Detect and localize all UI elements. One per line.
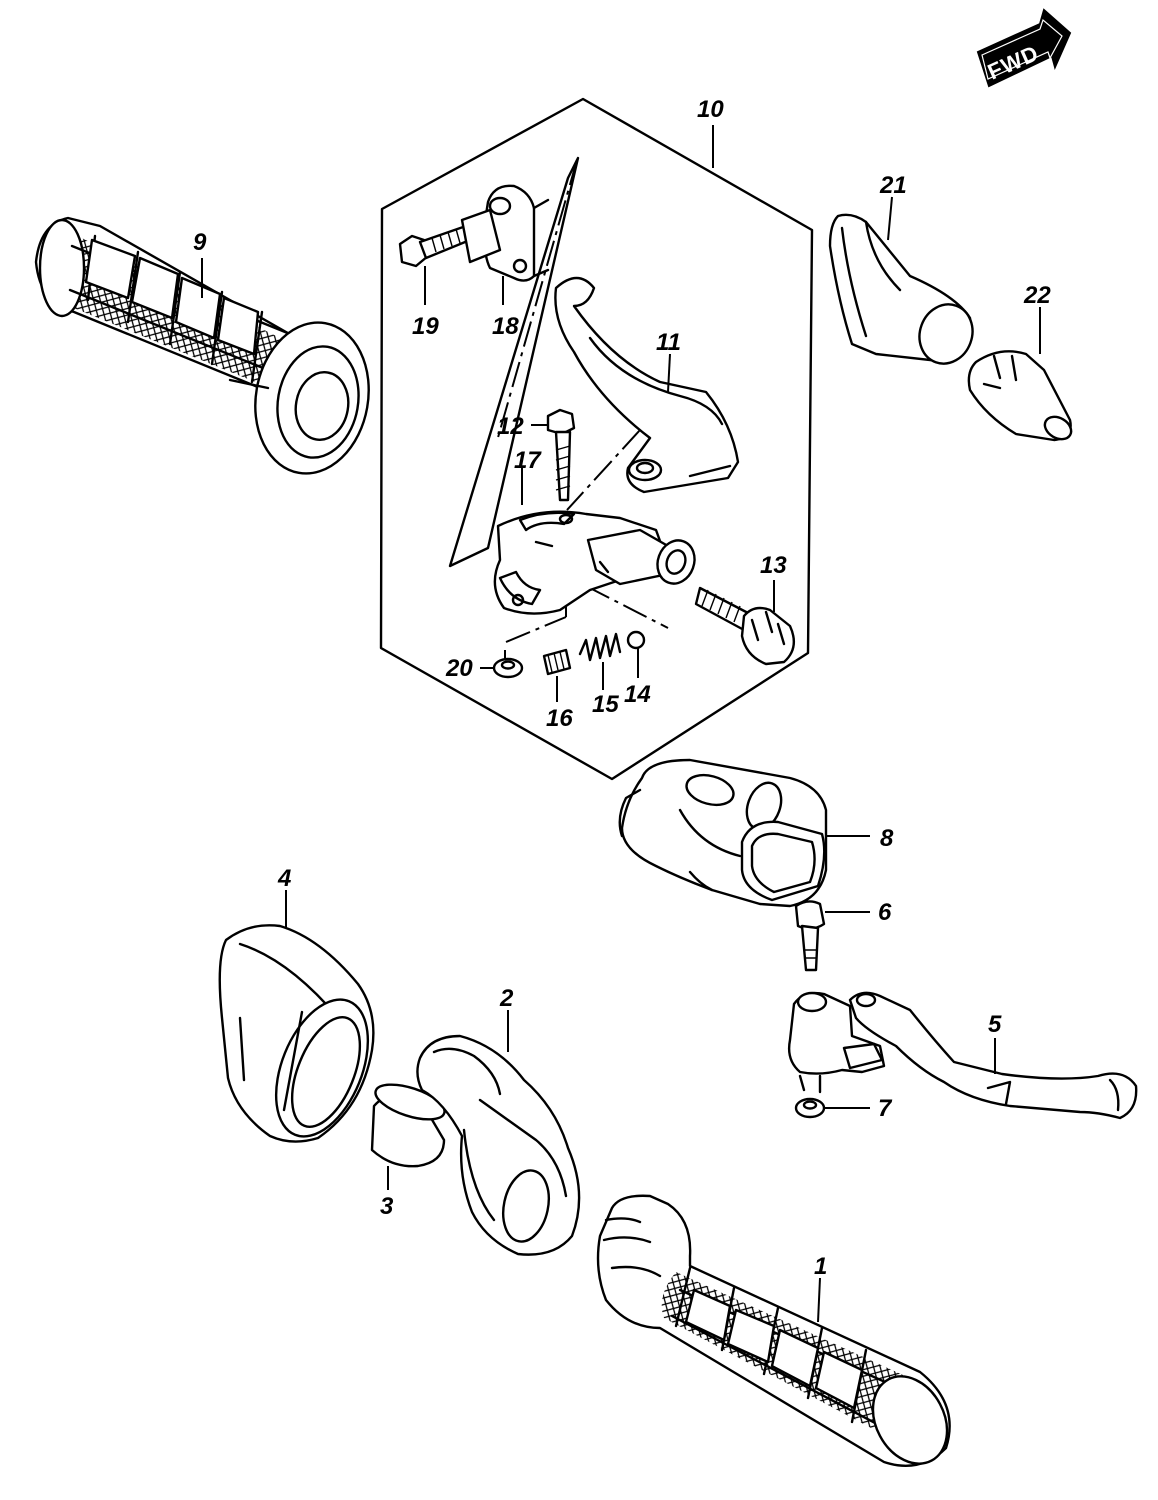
part-3-collar bbox=[370, 1083, 446, 1168]
part-14-ball bbox=[626, 630, 646, 650]
part-21-cover bbox=[828, 213, 974, 365]
part-20-nut bbox=[492, 657, 524, 679]
callout-20: 20 bbox=[445, 655, 473, 682]
part-7-nut bbox=[794, 1097, 826, 1119]
callout-21: 21 bbox=[879, 172, 907, 199]
callout-2: 2 bbox=[499, 985, 514, 1012]
part-15-spring bbox=[578, 632, 622, 662]
part-2-housing bbox=[416, 1034, 581, 1256]
part-12-bolt bbox=[546, 408, 576, 502]
part-19-bolt bbox=[398, 224, 472, 268]
callout-22: 22 bbox=[1023, 282, 1051, 309]
callout-labels: 10 9 21 22 19 18 11 12 17 13 20 16 15 14… bbox=[193, 96, 1051, 1280]
part-9-left-grip bbox=[34, 216, 370, 475]
callout-4: 4 bbox=[277, 865, 291, 892]
assembly-outline bbox=[379, 97, 814, 781]
callout-15: 15 bbox=[592, 691, 619, 718]
callout-17: 17 bbox=[514, 447, 542, 474]
callout-7: 7 bbox=[878, 1095, 893, 1122]
callout-6: 6 bbox=[878, 899, 892, 926]
callout-19: 19 bbox=[412, 313, 439, 340]
callout-8: 8 bbox=[880, 825, 894, 852]
callout-11: 11 bbox=[656, 329, 681, 356]
callout-3: 3 bbox=[380, 1193, 394, 1220]
callout-16: 16 bbox=[546, 705, 573, 732]
callout-10: 10 bbox=[697, 96, 724, 123]
part-8-housing bbox=[618, 758, 828, 908]
part-5-lever-assy bbox=[787, 991, 1138, 1120]
part-18-clamp bbox=[460, 184, 550, 282]
part-4-cover bbox=[218, 924, 375, 1143]
part-17-holder bbox=[493, 510, 696, 615]
callout-9: 9 bbox=[193, 229, 207, 256]
part-11-lever bbox=[554, 276, 740, 494]
part-13-adjuster bbox=[694, 586, 796, 666]
callout-14: 14 bbox=[624, 681, 651, 708]
leader-lines bbox=[201, 125, 1041, 1323]
inner-sub-assembly-outline bbox=[448, 156, 580, 568]
callout-12: 12 bbox=[497, 413, 524, 440]
part-6-bolt bbox=[794, 900, 826, 972]
part-22-adjuster bbox=[967, 350, 1073, 442]
part-16-sleeve bbox=[542, 648, 572, 676]
callout-1: 1 bbox=[814, 1253, 827, 1280]
fwd-arrow-icon: FWD bbox=[976, 8, 1072, 88]
part-1-right-grip bbox=[596, 1194, 951, 1467]
callout-13: 13 bbox=[760, 552, 787, 579]
callout-18: 18 bbox=[492, 313, 519, 340]
callout-5: 5 bbox=[988, 1011, 1002, 1038]
